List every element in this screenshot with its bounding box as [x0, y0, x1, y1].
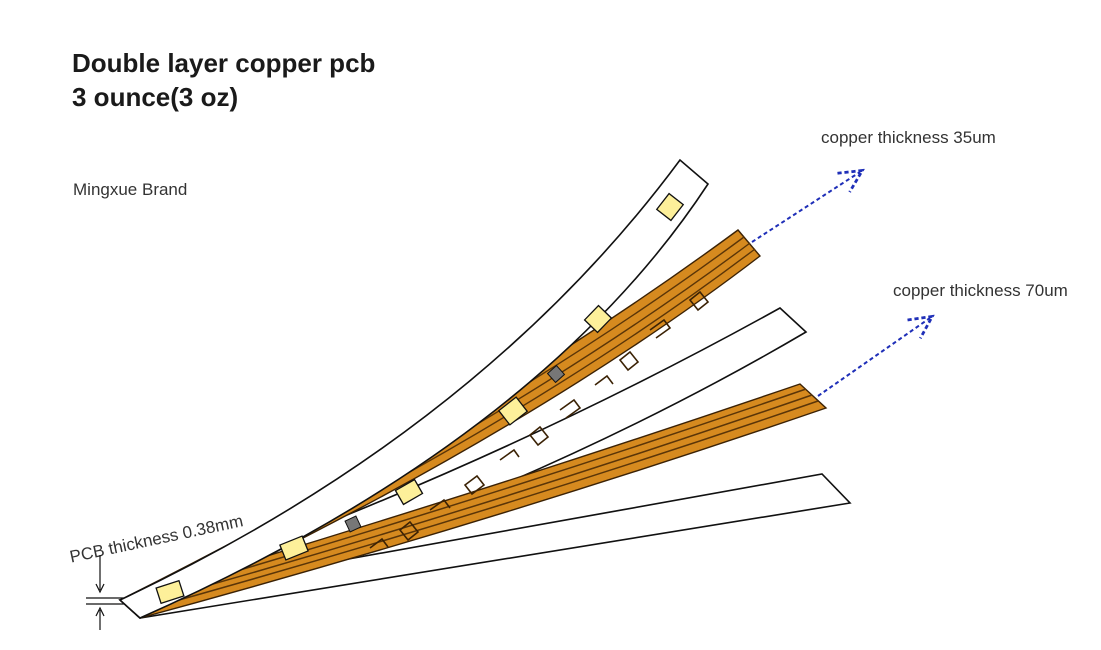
led-chip [583, 304, 613, 334]
led-chip [279, 535, 309, 561]
led-chip [655, 192, 685, 222]
copper-35um-label: copper thickness 35um [821, 128, 996, 147]
arrow-to-70um [817, 318, 930, 397]
arrow-to-35um [751, 172, 860, 243]
copper-layer-70um [118, 383, 828, 619]
title-line-1: Double layer copper pcb [72, 48, 376, 78]
led-chip [497, 396, 529, 426]
page-title: Double layer copper pcb 3 ounce(3 oz) [72, 46, 375, 114]
led-strip-top-layer [118, 158, 710, 619]
led-chip [394, 478, 424, 506]
led-chips [155, 192, 685, 605]
circuit-traces [369, 290, 710, 549]
title-line-2: 3 ounce(3 oz) [72, 82, 239, 112]
brand-label: Mingxue Brand [73, 180, 188, 199]
resistor [546, 364, 566, 384]
resistor [344, 515, 362, 533]
thickness-dimension [86, 555, 124, 630]
led-chip [155, 579, 185, 605]
